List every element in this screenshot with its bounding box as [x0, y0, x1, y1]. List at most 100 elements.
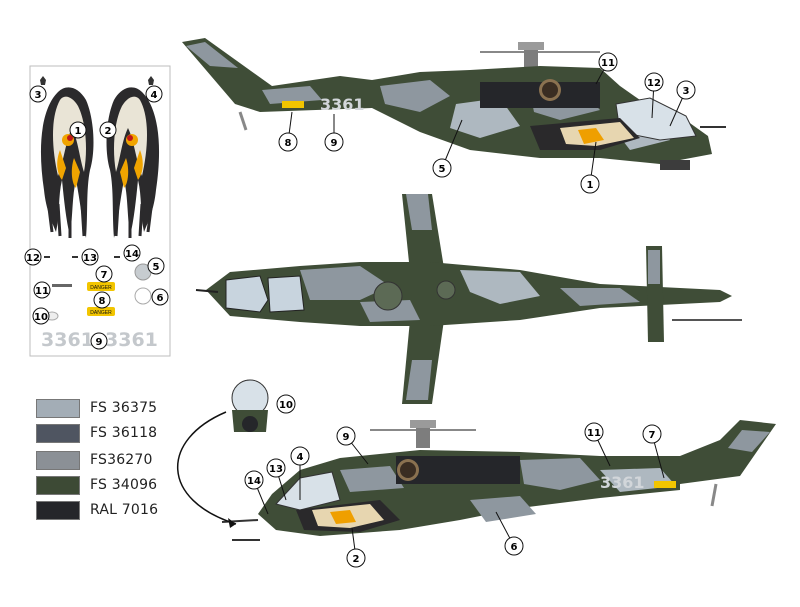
- callout-right-3: 3: [676, 80, 696, 100]
- callout-right-12: 12: [644, 72, 664, 92]
- callout-14: 14: [123, 244, 141, 262]
- svg-text:2: 2: [105, 126, 112, 137]
- callout-2: 2: [99, 121, 117, 139]
- svg-text:10: 10: [279, 400, 293, 411]
- svg-text:14: 14: [247, 476, 261, 487]
- serial-left-side: 3361: [600, 473, 645, 492]
- svg-text:12: 12: [647, 78, 661, 89]
- callout-right-1: 1: [580, 174, 600, 194]
- svg-text:4: 4: [297, 452, 304, 463]
- svg-text:1: 1: [75, 126, 82, 137]
- callout-3: 3: [29, 85, 47, 103]
- svg-text:6: 6: [511, 542, 518, 553]
- main-rotor-head: [480, 42, 600, 70]
- callout-12: 12: [24, 248, 42, 266]
- callout-left-7: 7: [642, 424, 662, 444]
- svg-text:13: 13: [83, 253, 97, 264]
- callout-right-9: 9: [324, 132, 344, 152]
- main-rotor-head-left: [370, 420, 476, 448]
- decal-tiger-left: [40, 87, 94, 238]
- callout-markers: 1 2 3 4 5 6 7 8 9 10 11 12 13 14 11 12 3…: [24, 52, 696, 568]
- svg-text:9: 9: [96, 337, 103, 348]
- svg-text:8: 8: [285, 138, 292, 149]
- legend-label-ral7016: RAL 7016: [90, 502, 159, 518]
- decal-serial-left: 3361: [41, 329, 94, 351]
- legend-row-fs36375: FS 36375: [36, 398, 157, 418]
- callout-13: 13: [81, 248, 99, 266]
- legend-label-fs34096: FS 34096: [90, 477, 158, 493]
- svg-text:5: 5: [439, 164, 446, 175]
- decal-sheet: DANGER DANGER 3361 3361: [29, 65, 171, 357]
- callout-right-8: 8: [278, 132, 298, 152]
- legend-swatch-fs36375: [36, 398, 80, 418]
- callout-8: 8: [93, 291, 111, 309]
- svg-text:7: 7: [649, 430, 656, 441]
- callout-left-4: 4: [290, 446, 310, 466]
- decal-stencil-11: [52, 284, 72, 287]
- svg-text:8: 8: [99, 296, 106, 307]
- warning-label-right: [282, 101, 304, 108]
- legend-label-fs36375: FS 36375: [90, 400, 158, 416]
- svg-text:1: 1: [587, 180, 594, 191]
- svg-text:3: 3: [683, 86, 690, 97]
- callout-9: 9: [90, 332, 108, 350]
- warning-label-left: [654, 481, 676, 488]
- svg-text:11: 11: [587, 428, 601, 439]
- helicopter-right-side-view: 3361: [182, 38, 726, 170]
- helicopter-plan-view: [195, 194, 742, 404]
- decal-emblem-3: [40, 76, 46, 85]
- warning-label-7: [87, 282, 115, 291]
- svg-text:11: 11: [601, 58, 615, 69]
- decal-emblem-4: [148, 76, 154, 85]
- callout-right-11: 11: [598, 52, 618, 72]
- svg-text:7: 7: [101, 270, 108, 281]
- callout-left-2: 2: [346, 548, 366, 568]
- decal-serial-right: 3361: [105, 329, 158, 351]
- callout-10: 10: [32, 307, 50, 325]
- decal-roundel-6: [134, 287, 152, 305]
- svg-text:2: 2: [353, 554, 360, 565]
- legend-swatch-fs36118: [36, 423, 80, 443]
- legend-row-fs36118: FS 36118: [36, 423, 157, 443]
- svg-text:10: 10: [34, 312, 48, 323]
- legend-row-ral7016: RAL 7016: [36, 500, 158, 520]
- callout-11: 11: [33, 281, 51, 299]
- helmet-detail: [176, 379, 269, 528]
- warning-label-8-text: DANGER: [90, 310, 112, 316]
- callout-4: 4: [145, 85, 163, 103]
- callout-left-11: 9: [336, 426, 356, 446]
- callout-7: 7: [95, 265, 113, 283]
- svg-text:13: 13: [269, 464, 283, 475]
- decal-tiger-right: [106, 87, 160, 238]
- svg-text:3: 3: [35, 90, 42, 101]
- callout-right-5: 5: [432, 158, 452, 178]
- svg-text:9: 9: [331, 138, 338, 149]
- legend-swatch-fs36270: [36, 450, 80, 470]
- legend-label-fs36270: FS36270: [90, 452, 153, 468]
- warning-label-7-text: DANGER: [90, 285, 112, 291]
- svg-text:12: 12: [26, 253, 40, 264]
- callout-5: 5: [147, 257, 165, 275]
- helicopter-left-side-view: 3361: [221, 420, 776, 541]
- svg-text:9: 9: [343, 432, 350, 443]
- legend-row-fs36270: FS36270: [36, 450, 153, 470]
- svg-text:6: 6: [157, 293, 164, 304]
- svg-text:5: 5: [153, 262, 160, 273]
- serial-right-side: 3361: [320, 95, 365, 114]
- legend-label-fs36118: FS 36118: [90, 425, 158, 441]
- legend-row-fs34096: FS 34096: [36, 475, 157, 495]
- legend-swatch-fs34096: [36, 475, 80, 495]
- svg-text:14: 14: [125, 249, 139, 260]
- svg-text:4: 4: [151, 90, 158, 101]
- svg-text:11: 11: [35, 286, 49, 297]
- callout-left-14: 14: [244, 470, 264, 490]
- callout-left-6: 6: [504, 536, 524, 556]
- warning-label-8: [87, 307, 115, 316]
- callout-left-9: 11: [584, 422, 604, 442]
- callout-left-13: 13: [266, 458, 286, 478]
- callout-helmet-10: 10: [276, 394, 296, 414]
- callout-1: 1: [69, 121, 87, 139]
- legend-swatch-ral7016: [36, 500, 80, 520]
- callout-6: 6: [151, 288, 169, 306]
